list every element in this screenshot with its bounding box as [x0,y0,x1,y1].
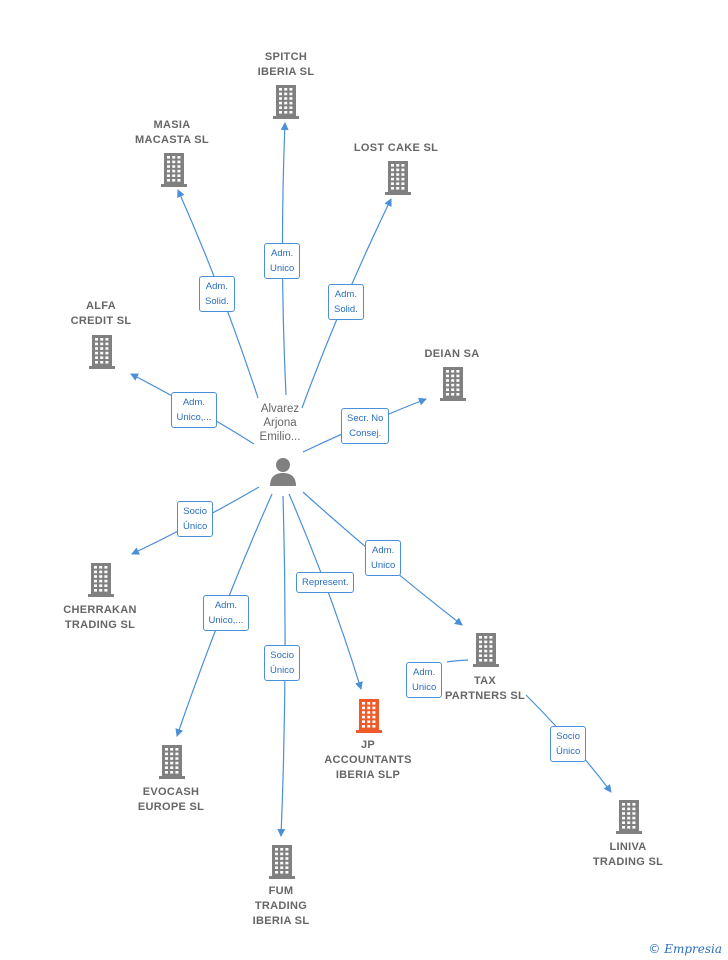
relation-label-fum[interactable]: Socio Único [264,645,301,681]
brand-name: Empresia [664,942,722,956]
company-label-lostcake[interactable]: LOST CAKE SL [353,142,439,154]
company-label-spitch[interactable]: SPITCH IBERIA SL [257,51,315,78]
company-label-deian[interactable]: DEIAN SA [424,348,480,360]
relation-label-jp[interactable]: Represent. [296,571,355,593]
relation-label-masia[interactable]: Adm. Solid. [199,276,235,312]
building-icon [161,153,187,187]
company-label-cherrakan[interactable]: CHERRAKAN TRADING SL [63,604,137,631]
building-icon [269,845,295,879]
company-label-wrapper-alfa: ALFA CREDIT SL [51,299,151,329]
relation-label-evocash[interactable]: Adm. Unico,... [202,595,250,631]
company-label-liniva[interactable]: LINIVA TRADING SL [592,841,664,868]
building-icon [159,745,185,779]
person-node-alvarez[interactable] [268,456,298,488]
building-icon [385,161,411,195]
brand-footer[interactable]: © Empresia [648,942,722,956]
company-node-deian[interactable] [440,367,466,401]
company-node-spitch[interactable] [273,85,299,119]
building-icon [616,800,642,834]
company-node-jp[interactable] [356,699,382,733]
company-node-liniva[interactable] [616,800,642,834]
relation-label-taxpartners[interactable]: Adm. Unico [365,540,402,576]
company-label-wrapper-evocash: EVOCASH EUROPE SL [116,785,226,815]
company-label-jp[interactable]: JP ACCOUNTANTS IBERIA SLP [324,739,412,781]
building-icon [89,335,115,369]
building-icon [273,85,299,119]
company-label-wrapper-spitch: SPITCH IBERIA SL [236,50,336,80]
company-label-masia[interactable]: MASIA MACASTA SL [135,119,209,146]
person-icon [270,458,296,486]
building-icon [440,367,466,401]
company-label-wrapper-fum: FUM TRADING IBERIA SL [231,884,331,929]
relation-label-lostcake[interactable]: Adm. Solid. [328,284,364,320]
person-name: Alvarez Arjona Emilio... [259,403,301,443]
company-label-fum[interactable]: FUM TRADING IBERIA SL [252,885,310,927]
relation-label-deian[interactable]: Secr. No Consej. [341,408,390,444]
relation-label-spitch[interactable]: Adm. Unico [264,243,301,279]
relation-label-liniva[interactable]: Socio Único [550,726,587,762]
company-label-taxpartners[interactable]: TAX PARTNERS SL [444,675,526,702]
building-icon [88,563,114,597]
company-node-taxpartners[interactable] [473,633,499,667]
company-label-wrapper-deian: DEIAN SA [407,347,497,362]
company-node-alfa[interactable] [89,335,115,369]
company-node-fum[interactable] [269,845,295,879]
company-node-masia[interactable] [161,153,187,187]
company-label-wrapper-lostcake: LOST CAKE SL [341,141,451,156]
company-label-wrapper-liniva: LINIVA TRADING SL [573,840,683,870]
relation-label-alfa[interactable]: Adm. Unico,... [170,392,218,428]
relation-label-cherrakan[interactable]: Socio Único [177,501,214,537]
building-icon [473,633,499,667]
company-node-cherrakan[interactable] [88,563,114,597]
relation-edge-taxpartners-jp [446,659,469,663]
company-label-evocash[interactable]: EVOCASH EUROPE SL [137,786,205,813]
company-node-evocash[interactable] [159,745,185,779]
company-node-lostcake[interactable] [385,161,411,195]
company-label-alfa[interactable]: ALFA CREDIT SL [70,300,132,327]
relation-label-jp[interactable]: Adm. Unico [406,662,443,698]
company-label-wrapper-taxpartners: TAX PARTNERS SL [430,674,540,704]
copyright-icon: © [648,942,661,956]
company-label-wrapper-jp: JP ACCOUNTANTS IBERIA SLP [308,738,428,783]
company-label-wrapper-cherrakan: CHERRAKAN TRADING SL [45,603,155,633]
company-label-wrapper-masia: MASIA MACASTA SL [122,118,222,148]
building-icon [356,699,382,733]
